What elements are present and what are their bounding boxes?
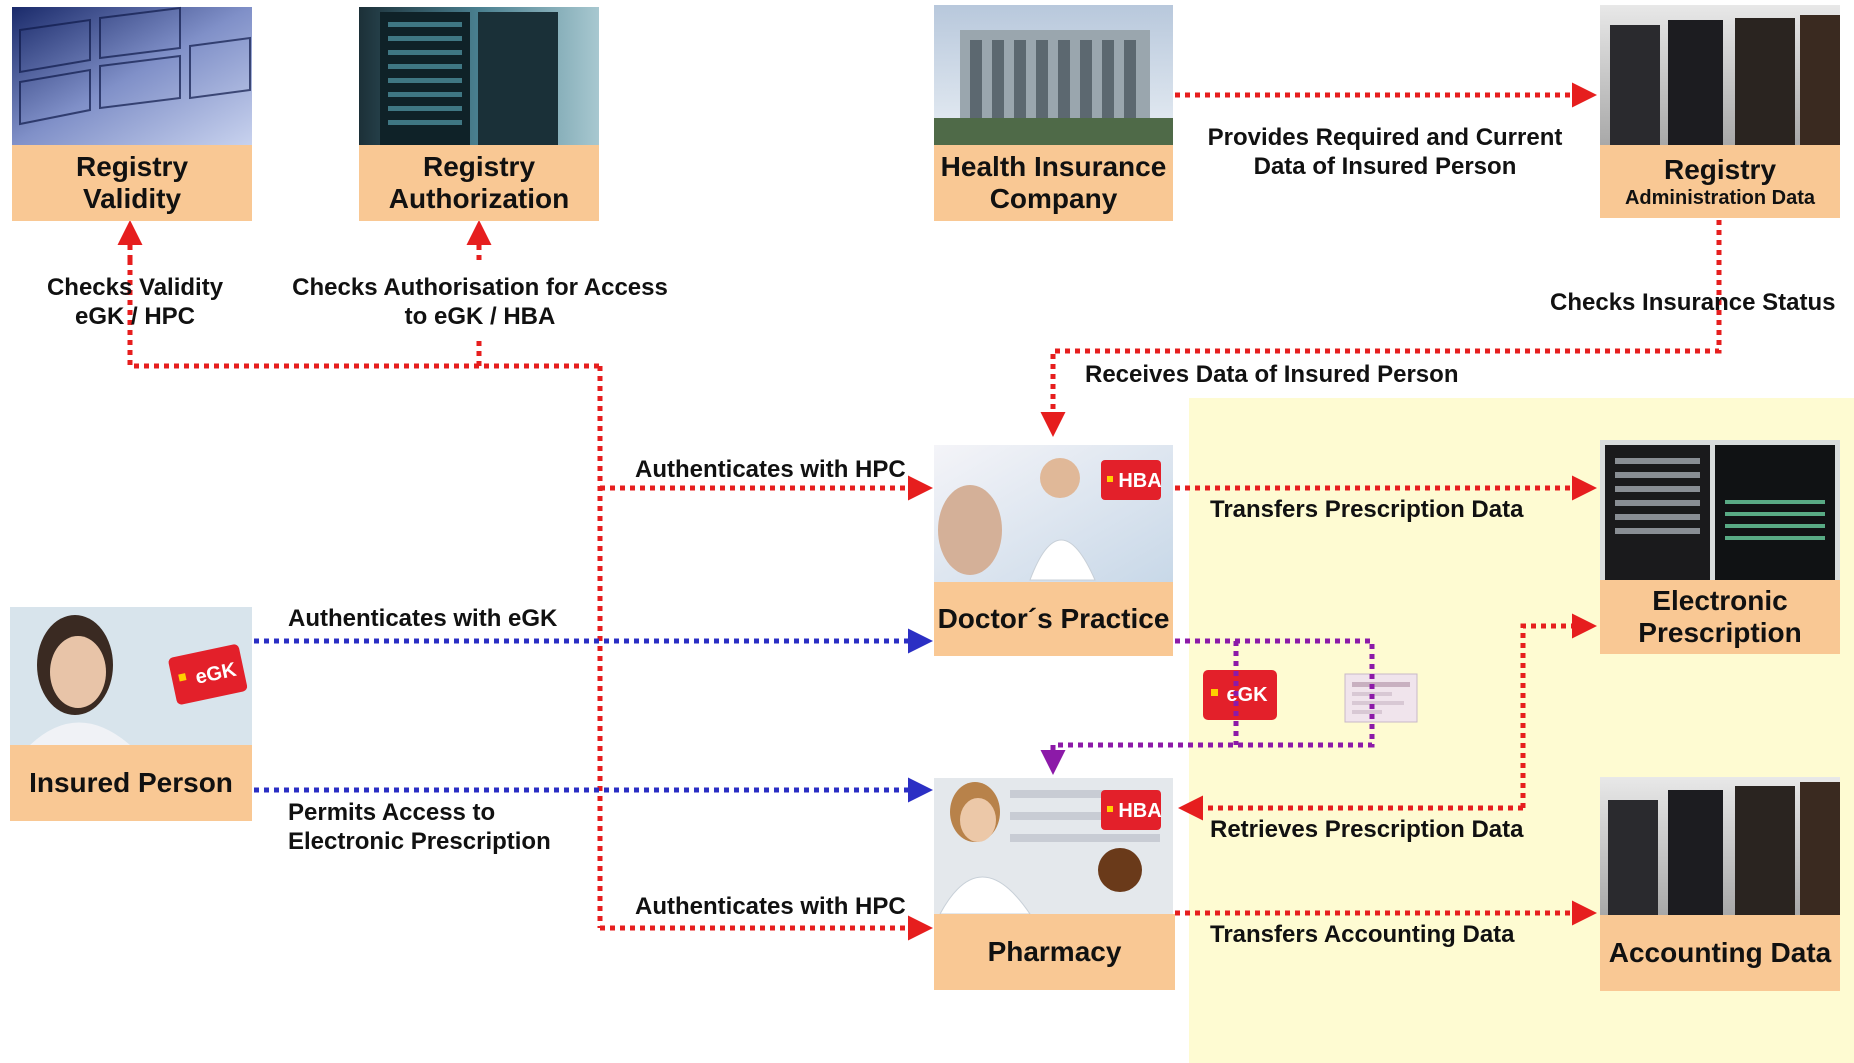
pharmacist-photo: HBA xyxy=(934,778,1173,915)
node-registry-admin: Registry Administration Data xyxy=(1600,145,1840,218)
node-title: Electronic xyxy=(1652,585,1788,616)
node-title: Health Insurance xyxy=(940,151,1167,182)
node-title: Validity xyxy=(82,183,182,214)
connector-purple-doctor xyxy=(1040,638,1375,775)
edge-label-retrieves-prescription: Retrieves Prescription Data xyxy=(1210,816,1524,843)
edge-label-line: Provides Required and Current xyxy=(1207,124,1563,151)
server-room-photo xyxy=(1600,5,1840,145)
edge-label-auth-egk: Authenticates with eGK xyxy=(288,605,558,632)
edge-label-line: Checks Authorisation for Access xyxy=(292,274,668,301)
edge-label-checks-insurance: Checks Insurance Status xyxy=(1550,289,1836,316)
edge-label-auth-hpc-doctor: Authenticates with HPC xyxy=(635,456,906,483)
edge-label-receives-data: Receives Data of Insured Person xyxy=(1085,361,1459,388)
edge-label-permits-access: Permits Access to Electronic Prescriptio… xyxy=(288,798,551,856)
doctor-consultation-photo: HBA xyxy=(934,445,1173,582)
node-title: Company xyxy=(989,183,1118,214)
arrow-retrieves-prescription xyxy=(1520,613,1597,808)
office-building-photo xyxy=(934,5,1173,145)
edge-label-line: to eGK / HBA xyxy=(404,303,556,330)
node-title: Registry xyxy=(422,151,536,182)
egk-card-text: eGK xyxy=(1226,684,1268,706)
edge-label-line: Electronic Prescription xyxy=(288,828,551,855)
node-title: Registry xyxy=(1663,153,1777,185)
node-subtitle: Administration Data xyxy=(1624,186,1816,209)
node-registry-validity: Registry Validity xyxy=(12,145,252,221)
server-room-photo xyxy=(1600,777,1840,915)
node-title: Pharmacy xyxy=(987,936,1122,967)
node-title: Insured Person xyxy=(29,767,233,798)
egk-card-icon: eGK xyxy=(1203,670,1277,720)
node-doctors-practice: Doctor´s Practice xyxy=(934,582,1173,656)
edge-label-line: Checks Validity xyxy=(46,274,224,301)
edge-label-line: Data of Insured Person xyxy=(1253,153,1517,180)
node-title: Prescription xyxy=(1638,617,1802,648)
hba-card-text: HBA xyxy=(1118,470,1161,492)
node-title: Registry xyxy=(75,151,189,182)
edge-label-transfers-accounting: Transfers Accounting Data xyxy=(1210,921,1515,948)
node-title: Authorization xyxy=(388,183,570,214)
node-accounting-data: Accounting Data xyxy=(1600,915,1840,991)
server-cabinet-photo xyxy=(1600,440,1840,580)
node-registry-authorization: Registry Authorization xyxy=(359,145,599,221)
node-title: Accounting Data xyxy=(1608,937,1832,968)
patient-photo: eGK xyxy=(10,607,252,745)
prescription-form-icon xyxy=(1344,673,1418,723)
edge-label-checks-authorisation: Checks Authorisation for Access to eGK /… xyxy=(280,273,680,331)
arrow-receives-data xyxy=(1040,220,1722,437)
edge-label-transfers-prescription: Transfers Prescription Data xyxy=(1210,496,1524,523)
edge-label-provides-data: Provides Required and Current Data of In… xyxy=(1185,123,1585,181)
server-rack-photo xyxy=(359,7,599,145)
node-electronic-prescription: Electronic Prescription xyxy=(1600,580,1840,654)
edge-label-auth-hpc-pharmacy: Authenticates with HPC xyxy=(635,893,906,920)
edge-label-checks-validity: Checks Validity eGK / HPC xyxy=(30,273,240,331)
hba-card-text: HBA xyxy=(1118,800,1161,822)
edge-label-line: Permits Access to xyxy=(288,799,496,826)
node-title: Doctor´s Practice xyxy=(937,603,1170,634)
node-pharmacy: Pharmacy xyxy=(934,914,1175,990)
node-health-insurance: Health Insurance Company xyxy=(934,145,1173,221)
filing-cabinet-photo xyxy=(12,6,252,145)
edge-label-line: eGK / HPC xyxy=(74,303,196,330)
node-insured-person: Insured Person xyxy=(10,745,252,821)
